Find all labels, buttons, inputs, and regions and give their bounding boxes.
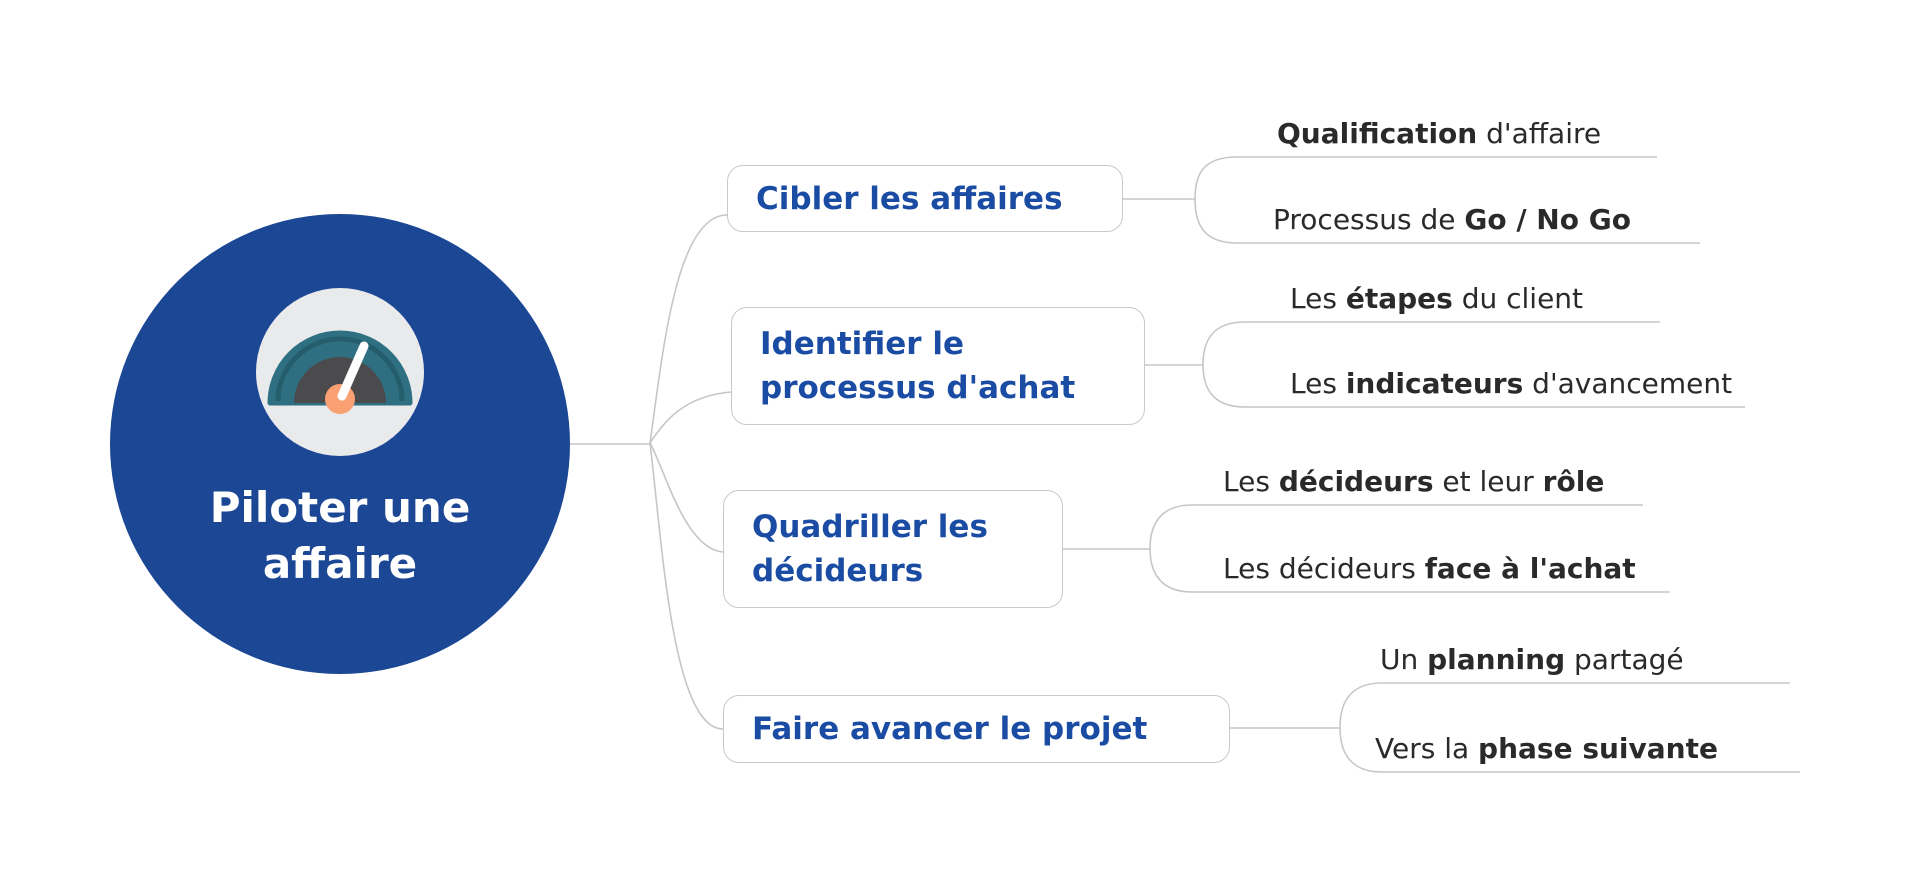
branch-node-faire-avancer-le-projet[interactable]: Faire avancer le projet	[723, 695, 1230, 763]
leaf-text-segment: phase suivante	[1478, 732, 1718, 765]
leaf-text-segment: rôle	[1542, 465, 1605, 498]
branch-4-bracket	[1339, 682, 1800, 773]
gauge-icon	[256, 288, 424, 456]
branch-node-identifier-le-processus-dachat[interactable]: Identifier le processus d'achat	[731, 307, 1145, 425]
branch-node-cibler-les-affaires[interactable]: Cibler les affaires	[727, 165, 1123, 232]
leaf-topic-un-planning-partage[interactable]: Un planning partagé	[1380, 643, 1684, 677]
leaf-text-segment: partagé	[1565, 643, 1684, 676]
leaf-text-segment: Qualification	[1277, 117, 1478, 150]
leaf-topic-les-etapes-du-client[interactable]: Les étapes du client	[1290, 282, 1583, 316]
leaf-text-segment: Les	[1290, 282, 1346, 315]
leaf-text-segment: Vers la	[1375, 732, 1479, 765]
leaf-topic-les-indicateurs-davancement[interactable]: Les indicateurs d'avancement	[1290, 367, 1732, 401]
central-topic[interactable]: Piloter une affaire	[110, 214, 570, 674]
leaf-text-segment: Les décideurs	[1223, 552, 1425, 585]
leaf-text-segment: Processus de	[1273, 203, 1465, 236]
branch-2-bracket	[1202, 321, 1745, 408]
leaf-text-segment: Go / No Go	[1464, 203, 1631, 236]
leaf-brackets-and-underlines	[1063, 156, 1800, 773]
leaf-text-segment: Les	[1290, 367, 1346, 400]
leaf-text-segment: d'affaire	[1477, 117, 1602, 150]
leaf-text-segment: indicateurs	[1345, 367, 1524, 400]
branch-curve-4	[649, 442, 724, 730]
branch-node-quadriller-les-decideurs[interactable]: Quadriller les décideurs	[723, 490, 1063, 608]
branch-node-label: Faire avancer le projet	[752, 711, 1148, 747]
branch-node-label: Identifier le processus d'achat	[760, 326, 1076, 406]
leaf-text-segment: face à l'achat	[1424, 552, 1636, 585]
branch-curve-1	[649, 214, 728, 444]
leaf-text-segment: Un	[1380, 643, 1428, 676]
leaf-text-segment: Les	[1223, 465, 1279, 498]
leaf-text-segment: décideurs	[1278, 465, 1434, 498]
leaf-topic-qualification-daffaire[interactable]: Qualification d'affaire	[1277, 117, 1601, 151]
branch-node-label: Cibler les affaires	[756, 180, 1063, 217]
leaf-text-segment: et leur	[1433, 465, 1543, 498]
branch-node-label: Quadriller les décideurs	[752, 509, 988, 589]
leaf-topic-les-decideurs-face-a-lachat[interactable]: Les décideurs face à l'achat	[1223, 552, 1636, 586]
leaf-topic-processus-de-go-no-go[interactable]: Processus de Go / No Go	[1273, 203, 1631, 237]
branch-curve-2	[649, 391, 732, 444]
leaf-text-segment: étapes	[1345, 282, 1453, 315]
central-topic-label: Piloter une affaire	[209, 483, 471, 588]
leaf-text-segment: d'avancement	[1523, 367, 1733, 400]
trunk-and-fan-curves	[570, 214, 732, 730]
branch-1-bracket	[1194, 156, 1700, 244]
branch-curve-3	[649, 442, 724, 553]
branch-3-bracket	[1149, 504, 1670, 593]
leaf-topic-les-decideurs-et-leur-role[interactable]: Les décideurs et leur rôle	[1223, 465, 1604, 499]
leaf-text-segment: planning	[1427, 643, 1566, 676]
leaf-text-segment: du client	[1452, 282, 1584, 315]
leaf-topic-vers-la-phase-suivante[interactable]: Vers la phase suivante	[1375, 732, 1718, 766]
